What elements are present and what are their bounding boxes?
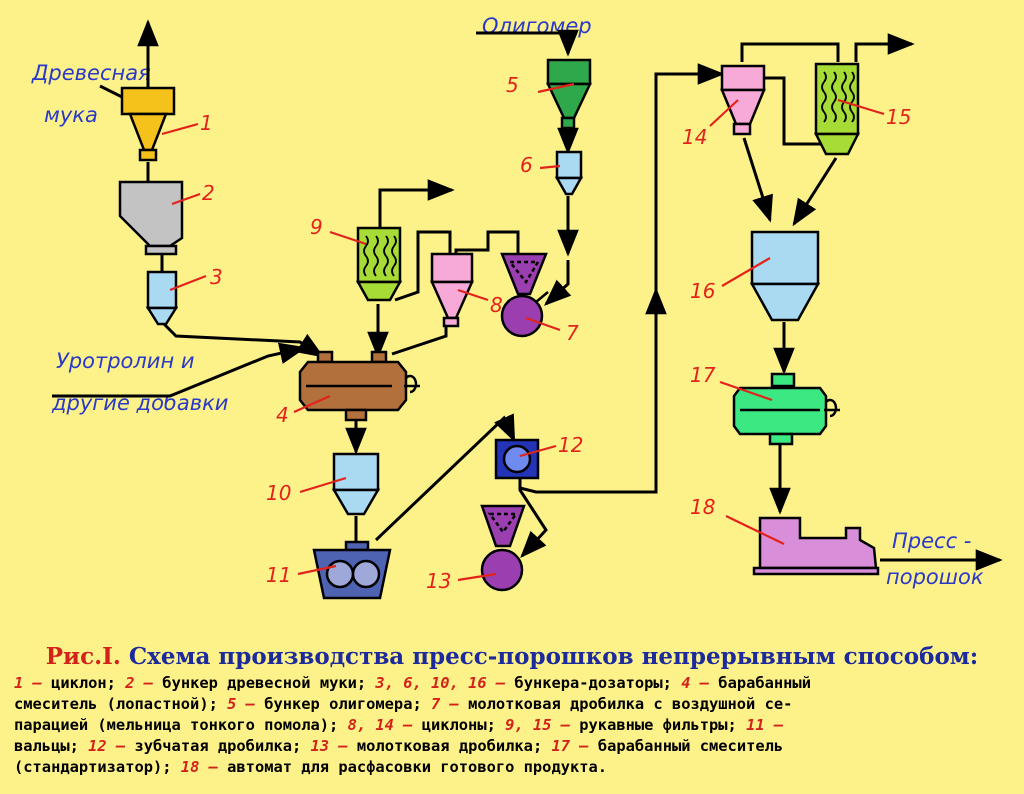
rollers-11 (312, 540, 392, 600)
legend-text: вальцы; (14, 737, 89, 755)
legend-line: 1 — циклон; 2 — бункер древесной муки; 3… (14, 673, 1012, 694)
number-6: 6 (520, 153, 533, 177)
drum-mixer-17 (732, 372, 840, 446)
figure-legend: 1 — циклон; 2 — бункер древесной муки; 3… (14, 673, 1012, 778)
legend-line: парацией (мельница тонкого помола); 8, 1… (14, 715, 1012, 736)
number-7: 7 (566, 321, 579, 345)
legend-text: смеситель (лопастной); (14, 695, 228, 713)
urotropin-label-line1: Уротролин и (56, 349, 195, 373)
legend-line: (стандартизатор); 18 — автомат для расфа… (14, 757, 1012, 778)
legend-line: вальцы; 12 — зубчатая дробилка; 13 — мол… (14, 736, 1012, 757)
number-11: 11 (266, 563, 291, 587)
cyclone-1 (120, 86, 176, 162)
figure-caption: Рис.I. Схема производства пресс-порошков… (0, 643, 1024, 670)
legend-text: циклон; (41, 674, 126, 692)
bag-filter-15 (813, 62, 861, 156)
legend-number: 18 — (180, 758, 218, 776)
legend-text: (стандартизатор); (14, 758, 181, 776)
legend-line: смеситель (лопастной); 5 — бункер олигом… (14, 694, 1012, 715)
number-15: 15 (886, 105, 911, 129)
dosing-bunker-3 (145, 270, 179, 326)
dosing-bunker-6 (554, 150, 584, 196)
oligomer-bunker-5 (546, 58, 592, 130)
legend-number: 13 — (310, 737, 348, 755)
number-3: 3 (210, 265, 223, 289)
legend-text: бункер олигомера; (254, 695, 431, 713)
legend-text: парацией (мельница тонкого помола); (14, 716, 348, 734)
legend-number: 17 — (551, 737, 589, 755)
number-2: 2 (202, 181, 215, 205)
legend-text: барабанный смеситель (588, 737, 784, 755)
packing-automat-18 (752, 516, 880, 576)
cyclone-14 (720, 64, 766, 136)
dosing-bunker-16 (749, 230, 821, 322)
wood-flour-bunker-2 (118, 180, 184, 256)
process-flow-diagram: Древесная мука Олигомер Уротролин и друг… (31, 14, 1003, 600)
figure-number: Рис.I. (45, 643, 121, 670)
legend-number: 1 — (14, 674, 42, 692)
number-17: 17 (690, 363, 716, 387)
legend-text: рукавные фильтры; (570, 716, 747, 734)
number-18: 18 (690, 495, 715, 519)
number-10: 10 (266, 481, 291, 505)
hammer-crusher-7 (500, 252, 549, 338)
legend-number: 11 — (746, 716, 784, 734)
legend-number: 9, 15 — (505, 716, 570, 734)
legend-text: зубчатая дробилка; (125, 737, 311, 755)
legend-number: 4 — (681, 674, 710, 692)
gear-crusher-12 (494, 438, 540, 480)
legend-text: автомат для расфасовки готового продукта… (217, 758, 608, 776)
drum-mixer-4 (298, 350, 420, 422)
number-4: 4 (276, 403, 289, 427)
legend-text: молотковая дробилка с воздушной се- (458, 695, 793, 713)
press-powder-label-line1: Пресс - (892, 529, 971, 553)
number-1: 1 (200, 111, 213, 135)
number-9: 9 (310, 215, 323, 239)
number-13: 13 (426, 569, 451, 593)
number-16: 16 (690, 279, 715, 303)
legend-number: 7 — (431, 695, 459, 713)
wood-flour-label-line1: Древесная (31, 61, 151, 85)
number-14: 14 (682, 125, 707, 149)
legend-text: циклоны; (412, 716, 506, 734)
number-5: 5 (506, 73, 519, 97)
bag-filter-9 (355, 226, 403, 302)
cyclone-8 (430, 252, 474, 328)
legend-number: 8, 14 — (347, 716, 413, 734)
press-powder-label-line2: порошок (886, 565, 984, 589)
wood-flour-label-line2: мука (44, 103, 98, 127)
legend-text: барабанный (709, 674, 811, 692)
number-pointers (161, 82, 885, 582)
hammer-crusher-13 (480, 504, 526, 592)
legend-text: бункер древесной муки; (153, 674, 376, 692)
figure-title: Схема производства пресс-порошков непрер… (128, 643, 979, 670)
legend-number: 5 — (227, 695, 255, 713)
number-8: 8 (490, 293, 503, 317)
dosing-bunker-10 (331, 452, 381, 516)
legend-text: бункера-дозаторы; (505, 674, 682, 692)
legend-number: 3, 6, 10, 16 — (375, 674, 506, 692)
legend-number: 2 — (125, 674, 154, 692)
legend-number: 12 — (88, 737, 126, 755)
number-12: 12 (558, 433, 583, 457)
legend-text: молотковая дробилка; (347, 737, 552, 755)
